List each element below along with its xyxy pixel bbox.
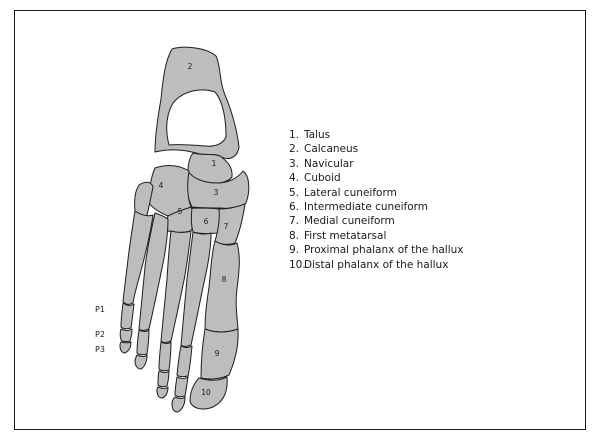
legend-item-name: Navicular (304, 158, 354, 170)
legend-item-number: 3. (289, 157, 304, 171)
bone-label-9: 9 (215, 349, 220, 358)
legend-item: 10.Distal phalanx of the hallux (289, 258, 464, 272)
legend-item-name: Distal phalanx of the hallux (304, 259, 448, 271)
bone-label-2: 2 (188, 62, 193, 71)
legend-item: 2.Calcaneus (289, 142, 464, 156)
fifth-proximal-phalanx-bone (121, 303, 134, 329)
legend-item: 7.Medial cuneiform (289, 214, 464, 228)
medial-cuneiform-bone (215, 204, 245, 244)
legend-item-name: First metatarsal (304, 230, 386, 242)
legend-item-number: 9. (289, 243, 304, 257)
legend-item-name: Lateral cuneiform (304, 187, 397, 199)
fifth-metatarsal-base-bone (135, 182, 153, 216)
legend-item-name: Proximal phalanx of the hallux (304, 244, 464, 256)
legend-item-name: Cuboid (304, 172, 341, 184)
bone-label-7: 7 (224, 222, 229, 231)
calcaneus-bone (155, 47, 239, 158)
bone-label-8: 8 (222, 275, 227, 284)
legend-item-number: 2. (289, 142, 304, 156)
legend-item-number: 5. (289, 186, 304, 200)
proximal-phalanx-hallux-bone (201, 329, 238, 379)
legend-item: 1.Talus (289, 128, 464, 142)
third-proximal-phalanx-bone (159, 342, 171, 371)
legend-item: 6.Intermediate cuneiform (289, 200, 464, 214)
third-middle-phalanx-bone (158, 371, 169, 387)
third-distal-phalanx-bone (157, 387, 168, 398)
legend-item-number: 1. (289, 128, 304, 142)
bone-label-6: 6 (204, 217, 209, 226)
legend-item-number: 7. (289, 214, 304, 228)
legend-item-number: 8. (289, 229, 304, 243)
legend-item-name: Talus (304, 129, 330, 141)
legend-item-number: 6. (289, 200, 304, 214)
first-metatarsal-bone (205, 241, 239, 332)
fourth-distal-phalanx-bone (135, 355, 147, 369)
legend-item: 9.Proximal phalanx of the hallux (289, 243, 464, 257)
phalanx-label-p1: P1 (95, 305, 105, 314)
phalanx-label-p2: P2 (95, 330, 105, 339)
fourth-proximal-phalanx-bone (137, 330, 149, 355)
foot-skeleton-diagram: 1 2 3 4 5 6 7 8 9 10 P1 P2 P3 (85, 35, 275, 427)
fifth-middle-phalanx-bone (120, 329, 132, 342)
legend-item-number: 4. (289, 171, 304, 185)
phalanx-label-p3: P3 (95, 345, 105, 354)
fifth-distal-phalanx-bone (120, 342, 131, 353)
bone-label-4: 4 (159, 181, 164, 190)
second-proximal-phalanx-bone (177, 346, 192, 377)
legend-item-name: Intermediate cuneiform (304, 201, 428, 213)
bone-label-3: 3 (214, 188, 219, 197)
legend-item: 5.Lateral cuneiform (289, 186, 464, 200)
legend-item-name: Calcaneus (304, 143, 358, 155)
legend-item-name: Medial cuneiform (304, 215, 395, 227)
bone-label-10: 10 (201, 388, 211, 397)
legend-item: 4.Cuboid (289, 171, 464, 185)
second-distal-phalanx-bone (172, 397, 185, 412)
bone-label-1: 1 (212, 159, 217, 168)
bone-label-5: 5 (178, 207, 183, 216)
cuboid-bone (149, 166, 191, 216)
legend-item: 8.First metatarsal (289, 229, 464, 243)
legend-item: 3.Navicular (289, 157, 464, 171)
second-middle-phalanx-bone (175, 377, 188, 397)
legend-item-number: 10. (289, 258, 304, 272)
